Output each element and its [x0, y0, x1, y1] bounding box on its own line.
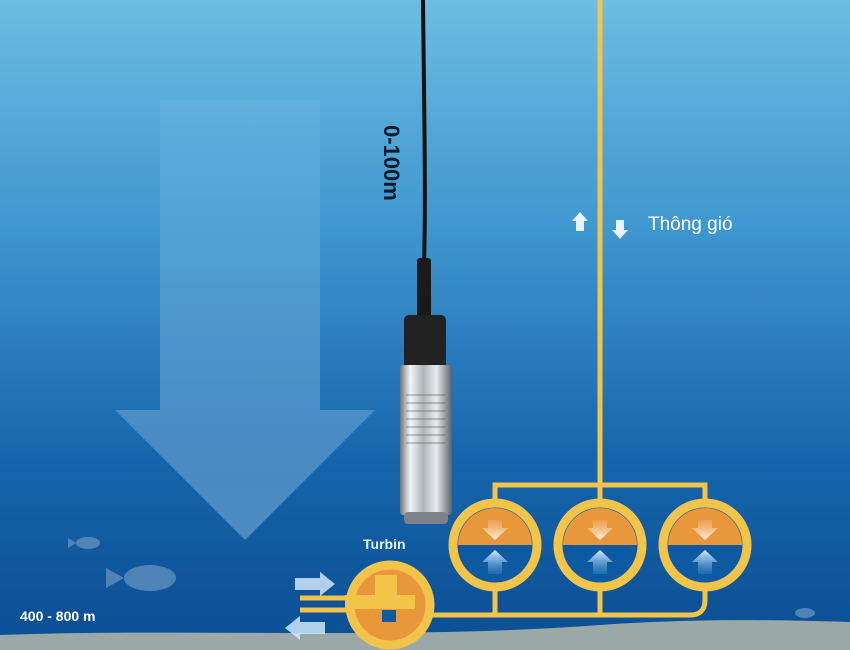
chamber: [658, 498, 752, 592]
chamber: [553, 498, 647, 592]
depth-range-label: 0-100m: [379, 125, 404, 201]
sensor-cable: [421, 0, 427, 266]
outflow-arrow-icon: [285, 616, 325, 640]
seabed-depth-label: 400 - 800 m: [20, 608, 96, 624]
ventilation-label: Thông gió: [648, 214, 733, 235]
fish-icon: [68, 537, 815, 618]
pressure-sensor: [400, 0, 452, 524]
turbine: [285, 560, 435, 650]
turbine-label: Turbin: [363, 536, 406, 552]
pressure-chambers: [448, 498, 752, 592]
chamber: [448, 498, 542, 592]
seabed: [0, 620, 850, 650]
down-arrow-icon: [115, 100, 375, 540]
inflow-arrow-icon: [295, 572, 335, 596]
down-arrow-icon: [612, 220, 628, 239]
up-arrow-icon: [572, 212, 588, 231]
